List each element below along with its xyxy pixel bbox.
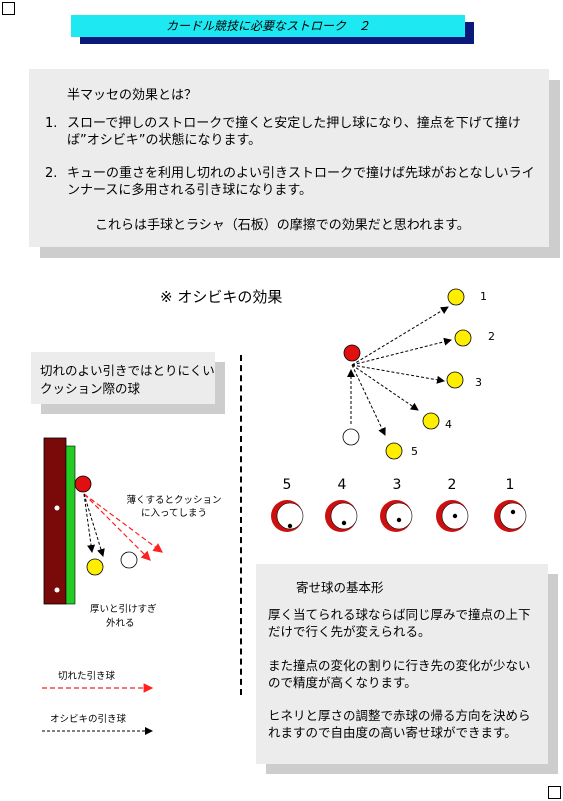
cushion-diagram: [43, 437, 163, 605]
intro-panel: [29, 69, 549, 247]
legend-oshibiki-label: オシビキの引き球: [50, 714, 127, 725]
thick-note-line-2: 外れる: [106, 618, 135, 629]
corner-marker-bottom-right: [548, 786, 561, 799]
position-number: 3: [392, 477, 402, 493]
position-number: 5: [282, 477, 292, 493]
tip-position-ball-3: [380, 500, 413, 532]
target-ball-5: [385, 442, 403, 460]
target-ball-1: [447, 288, 465, 306]
tip-position-ball-1: [494, 500, 527, 532]
target-ball-2: [454, 329, 472, 347]
position-number: 4: [337, 477, 347, 493]
cushion-green: [65, 445, 76, 605]
cue-ball: [342, 428, 360, 446]
position-number: 1: [505, 477, 515, 493]
point-text: キューの重さを利用し切れのよい引きストロークで撞けば先球がおとなしいラインナース…: [67, 166, 535, 198]
legend-cut-label: 切れた引き球: [58, 671, 116, 682]
ball-label-5: 5: [411, 445, 418, 458]
section-divider: [240, 355, 242, 695]
cushion-label: 切れのよい引きではとりにくいクッション際の球: [40, 363, 215, 396]
yose-panel: [256, 564, 548, 764]
thin-note: 薄くするとクッションに入ってしまう: [126, 495, 222, 519]
intro-heading: 半マッセの効果とは？: [67, 88, 198, 103]
tip-position-ball-2: [436, 500, 469, 532]
ball-label-3: 3: [475, 376, 482, 389]
oshibiki-title: ※ オシビキの効果: [160, 288, 283, 306]
tip-position-ball-4: [325, 500, 358, 532]
red-ball: [343, 344, 361, 362]
ball-label-1: 1: [480, 290, 487, 303]
position-number: 2: [447, 477, 457, 493]
yose-paragraph-1: 厚く当てられる球ならば同じ厚みで撞点の上下だけで行く先が変えられる。: [268, 607, 531, 639]
tip-position-ball-5: [271, 500, 304, 532]
point-text: スローで押しのストロークで撞くと安定した押し球になり、撞点を下げて撞けば”オシビ…: [67, 116, 521, 148]
cushion-yellow-ball: [86, 558, 104, 576]
cushion-cue-ball: [120, 551, 138, 569]
rail-diamond-bottom: [54, 587, 60, 593]
yose-paragraph-3: ヒネリと厚さの調整で赤球の帰る方向を決められますので自由度の高い寄せ球ができます…: [268, 708, 531, 740]
point-number: 1.: [45, 116, 58, 131]
tip-position-balls: [271, 500, 527, 532]
rail-diamond-top: [54, 505, 60, 511]
target-ball-3: [446, 371, 464, 389]
cushion-rail: [43, 437, 67, 605]
page-title: カードル競技に必要なストローク ２: [71, 15, 465, 37]
thick-note-line-1: 厚いと引けすぎ: [90, 604, 157, 615]
intro-conclusion: これらは手球とラシャ（石板）の摩擦での効果だと思われます。: [95, 218, 470, 233]
oshibiki-diagram: [342, 288, 472, 460]
cushion-panel: [31, 352, 215, 404]
ball-label-2: 2: [488, 330, 495, 343]
corner-marker-top-left: [2, 2, 15, 15]
ball-label-4: 4: [445, 418, 452, 431]
yose-paragraph-2: また撞点の変化の割りに行き先の変化が少ないので精度が高くなります。: [268, 658, 531, 690]
cushion-red-ball: [74, 475, 92, 493]
yose-heading: 寄せ球の基本形: [296, 580, 384, 595]
target-ball-4: [422, 412, 440, 430]
point-number: 2.: [45, 166, 58, 181]
